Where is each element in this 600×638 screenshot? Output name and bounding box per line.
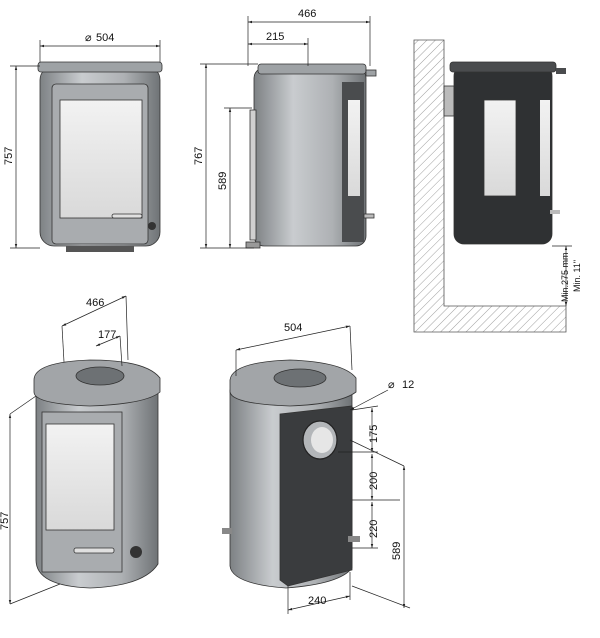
side-rear-shield [249,109,257,241]
iso-rear-knob [222,528,232,534]
side-top-plate [257,63,367,75]
iso-rear-handle [348,536,360,542]
iso-front-glass [45,423,115,531]
rear-200-label: 200 [368,472,380,490]
side-rear-foot [245,241,261,249]
front-glass [59,99,143,219]
rear-hole-label: 12 [402,379,414,391]
iso-front-handle [73,547,115,554]
side-top-lip [365,69,377,77]
iso-front-air-control [130,546,142,558]
rear-175-label: 175 [368,425,380,443]
side-view: 466 215 767 589 [193,8,377,249]
front-view: ⌀ 504 757 [3,32,163,252]
wall-stove-window [483,99,517,197]
wall-min-in-label: Min. 11" [572,260,582,292]
rear-diameter-symbol: ⌀ [388,379,395,391]
front-air-control [148,222,156,230]
iso-rear-flue-collar [273,368,327,388]
rear-240-label: 240 [308,595,326,607]
side-width-label: 466 [298,8,316,20]
side-offset-label: 215 [266,31,284,43]
wall-min-mm-label: Min.275 mm [560,252,570,302]
iso-front-view: 466 177 757 [0,295,161,605]
iso-rear-view: 504 ⌀ 12 175 200 220 589 240 [222,322,414,614]
wall-stove-side-glass [540,100,550,196]
side-outlet-height-label: 589 [217,172,229,190]
front-height-label: 757 [3,147,15,165]
iso-offset-label: 177 [98,329,116,341]
front-plinth [66,246,134,252]
side-height-label: 767 [193,147,205,165]
wall-stove-handle [550,210,560,214]
iso-rear-outlet-inner [311,427,333,453]
rear-589-label: 589 [391,542,403,560]
wall-flue-pipe [443,85,455,117]
wall-stove-top-lip [556,68,566,74]
wall-stove-top [449,61,557,73]
rear-width-label: 504 [284,322,302,334]
wall-mount-view: Min.275 mm Min. 11" [413,39,582,333]
side-glass [348,100,360,196]
iso-front-flue-collar [75,366,125,386]
front-diameter-symbol: ⌀ [85,32,92,44]
side-handle [363,213,375,219]
rear-220-label: 220 [368,520,380,538]
iso-height-label: 757 [0,512,11,530]
iso-width-label: 466 [86,297,104,309]
front-handle [111,213,143,219]
front-width-label: 504 [96,32,114,44]
front-top-plate [37,61,163,73]
